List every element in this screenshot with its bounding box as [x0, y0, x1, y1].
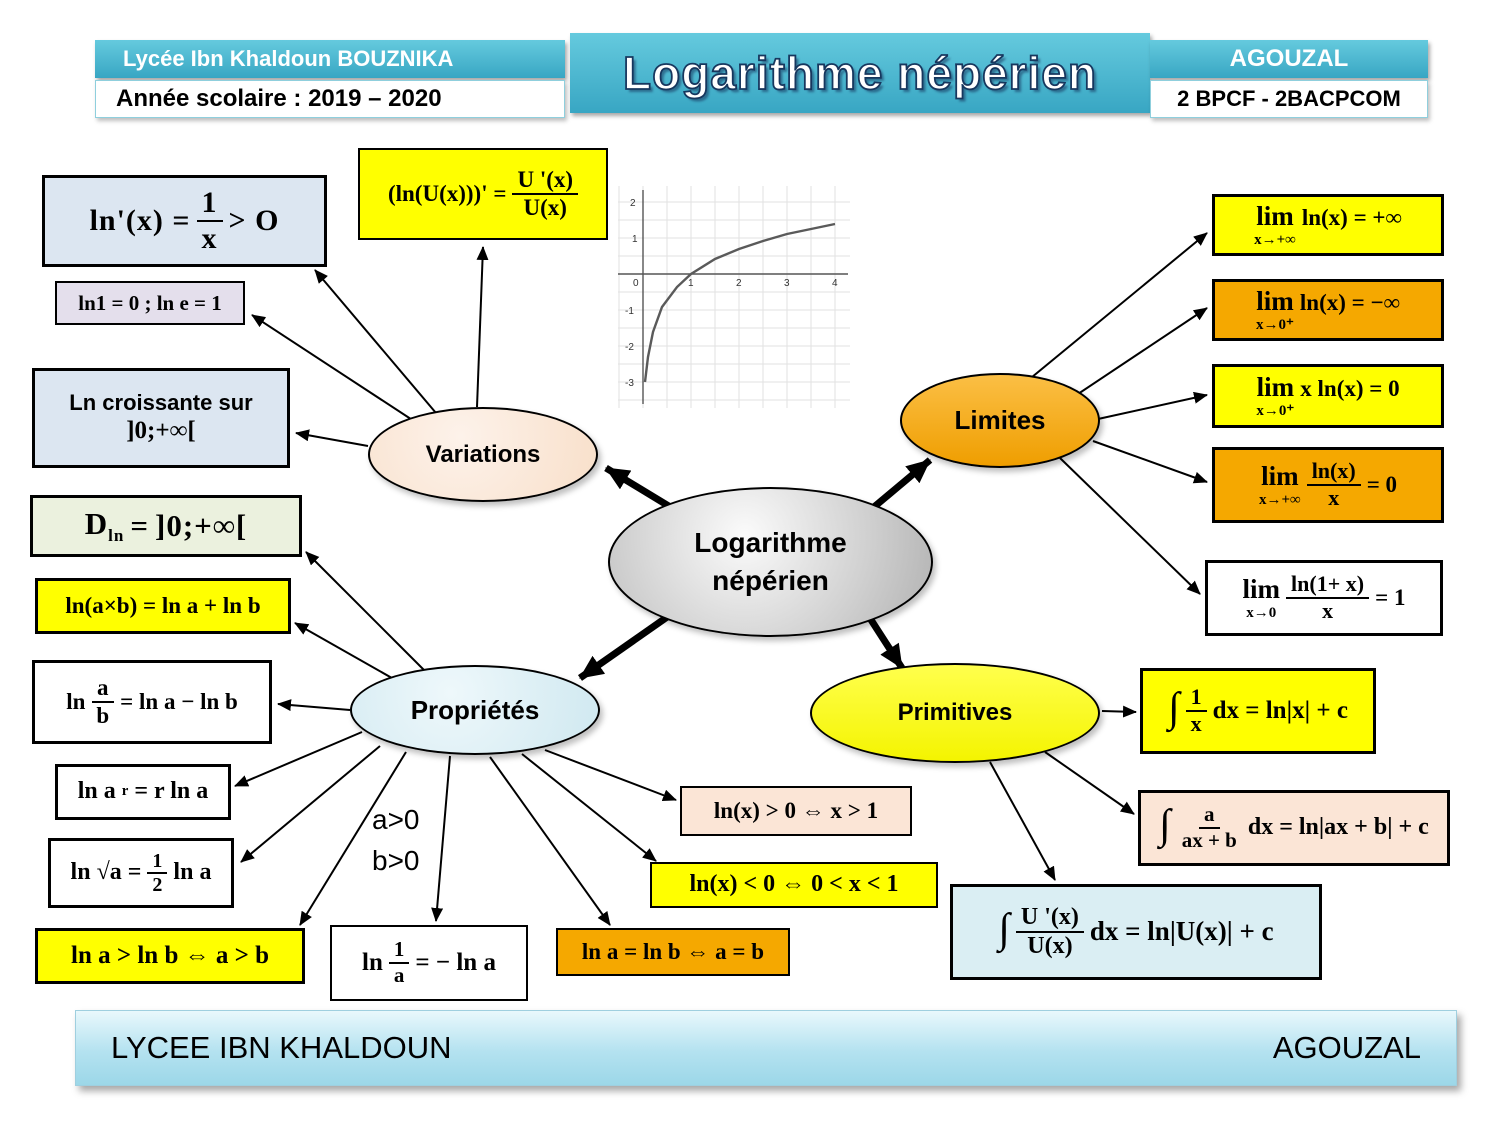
tick-x4: 4	[832, 278, 838, 289]
central-topic-line2: népérien	[712, 565, 829, 596]
box-croissante: Ln croissante sur ]0;+∞[	[32, 368, 290, 468]
ln-curve-graph: 0 1 2 3 4 2 1 -1 -2 -3	[618, 186, 850, 408]
lim5-operator: lim x→0	[1242, 573, 1281, 621]
page-title: Logarithme népérien	[570, 33, 1150, 113]
central-topic-line1: Logarithme	[694, 527, 847, 559]
croissante-interval: ]0;+∞[	[126, 417, 196, 445]
footer-school-name: LYCEE IBN KHALDOUN	[111, 1030, 452, 1065]
lim2-operator: lim x→0⁺	[1255, 285, 1294, 333]
derivative-pre: ln'(x) =	[89, 203, 191, 237]
footer-banner: LYCEE IBN KHALDOUN AGOUZAL	[75, 1010, 1457, 1086]
box-order-rule: ln a > ln b ⇔ a > b	[35, 928, 305, 984]
integral-sign: ∫	[1168, 685, 1180, 731]
lim5-result: = 1	[1375, 584, 1406, 610]
header-classes: 2 BPCF - 2BACPCOM	[1150, 80, 1428, 118]
box-limit-xlnx: lim x→0⁺ x ln(x) = 0	[1212, 364, 1444, 428]
integral-sign: ∫	[1159, 802, 1171, 848]
box-inverse-rule: ln 1 a = − ln a	[330, 925, 528, 1001]
tick-x1: 1	[688, 278, 694, 289]
box-product-rule: ln(a×b) = ln a + ln b	[35, 578, 291, 634]
tick-x3: 3	[784, 278, 790, 289]
lim4-operator: lim x→+∞	[1258, 460, 1301, 508]
conditions-note: a>0 b>0	[372, 800, 420, 881]
box-domain: Dln = ]0;+∞[	[30, 495, 302, 557]
derivative-post: > O	[228, 203, 280, 237]
p2-fraction: a ax + b	[1181, 802, 1237, 852]
box-equality-rule: ln a = ln b ⇔ a = b	[556, 928, 790, 976]
tick-ym3: -3	[625, 378, 634, 389]
lnU-pre: (ln(U(x)))' =	[387, 180, 507, 206]
branch-proprietes: Propriétés	[350, 665, 600, 755]
lim4-result: = 0	[1366, 471, 1398, 497]
croissante-text: Ln croissante sur	[69, 389, 253, 415]
box-derivative-formula: ln'(x) = 1 x > O	[42, 175, 327, 267]
box-limit-lnx-over-x: lim x→+∞ ln(x) x = 0	[1212, 447, 1444, 523]
box-negative-sign: ln(x) < 0 ⇔ 0 < x < 1	[650, 862, 938, 908]
footer-teacher-name: AGOUZAL	[1272, 1030, 1421, 1065]
branch-primitives: Primitives	[810, 663, 1100, 763]
lim5-fraction: ln(1+ x) x	[1286, 572, 1370, 623]
domain-symbol: Dln	[84, 506, 125, 546]
p1-fraction: 1 x	[1185, 685, 1207, 736]
tick-y1: 1	[632, 234, 638, 245]
lim1-expression: ln(x) = +∞	[1301, 204, 1402, 230]
box-primitive-uprime-over-u: ∫ U '(x) U(x) dx = ln|U(x)| + c	[950, 884, 1322, 980]
quotient-fraction: a b	[91, 675, 114, 729]
ln-curve-svg: 0 1 2 3 4 2 1 -1 -2 -3	[618, 186, 850, 408]
header-teacher-name: AGOUZAL	[1150, 40, 1428, 78]
lim3-operator: lim x→0⁺	[1256, 371, 1295, 419]
box-quotient-rule: ln a b = ln a − ln b	[32, 660, 272, 744]
box-primitive-1-over-x: ∫ 1 x dx = ln|x| + c	[1140, 668, 1376, 754]
p3-fraction: U '(x) U(x)	[1015, 904, 1084, 960]
box-limit-ln1px-over-x: lim x→0 ln(1+ x) x = 1	[1205, 560, 1443, 636]
domain-equals: =	[130, 508, 150, 544]
condition-a: a>0	[372, 804, 420, 835]
derivative-fraction: 1 x	[196, 186, 223, 255]
lim1-operator: lim x→+∞	[1254, 200, 1296, 248]
tick-ym2: -2	[625, 342, 634, 353]
tick-ym1: -1	[625, 306, 634, 317]
domain-interval: ]0;+∞[	[155, 508, 248, 544]
graph-grid	[618, 186, 850, 408]
header-school-year: Année scolaire : 2019 – 2020	[95, 80, 565, 118]
graph-tick-labels: 0 1 2 3 4 2 1 -1 -2 -3	[625, 198, 838, 389]
lim2-expression: ln(x) = −∞	[1299, 289, 1401, 315]
box-positive-sign: ln(x) > 0 ⇔ x > 1	[680, 786, 912, 836]
condition-b: b>0	[372, 844, 420, 876]
tick-y2: 2	[630, 198, 636, 209]
box-sqrt-rule: ln √a = 1 2 ln a	[48, 838, 234, 908]
lim3-expression: x ln(x) = 0	[1300, 375, 1400, 401]
box-primitive-a-over-axb: ∫ a ax + b dx = ln|ax + b| + c	[1138, 790, 1450, 866]
ln-curve	[643, 222, 836, 383]
lim4-fraction: ln(x) x	[1306, 459, 1361, 510]
box-limit-zero-plus: lim x→0⁺ ln(x) = −∞	[1212, 279, 1444, 341]
inverse-fraction: 1 a	[388, 938, 410, 987]
box-ln1-lne: ln1 = 0 ; ln e = 1	[55, 281, 245, 325]
sqrt-fraction: 1 2	[147, 850, 168, 897]
lnU-fraction: U '(x) U(x)	[512, 167, 579, 221]
branch-limites: Limites	[900, 373, 1100, 468]
central-topic: Logarithme népérien	[608, 487, 933, 637]
tick-origin: 0	[633, 278, 639, 289]
header-school-name: Lycée Ibn Khaldoun BOUZNIKA	[95, 40, 565, 78]
tick-x2: 2	[736, 278, 742, 289]
integral-sign: ∫	[998, 906, 1010, 952]
box-limit-plus-infinity: lim x→+∞ ln(x) = +∞	[1212, 194, 1444, 256]
box-ln-u-derivative: (ln(U(x)))' = U '(x) U(x)	[358, 148, 608, 240]
branch-variations: Variations	[368, 407, 598, 502]
